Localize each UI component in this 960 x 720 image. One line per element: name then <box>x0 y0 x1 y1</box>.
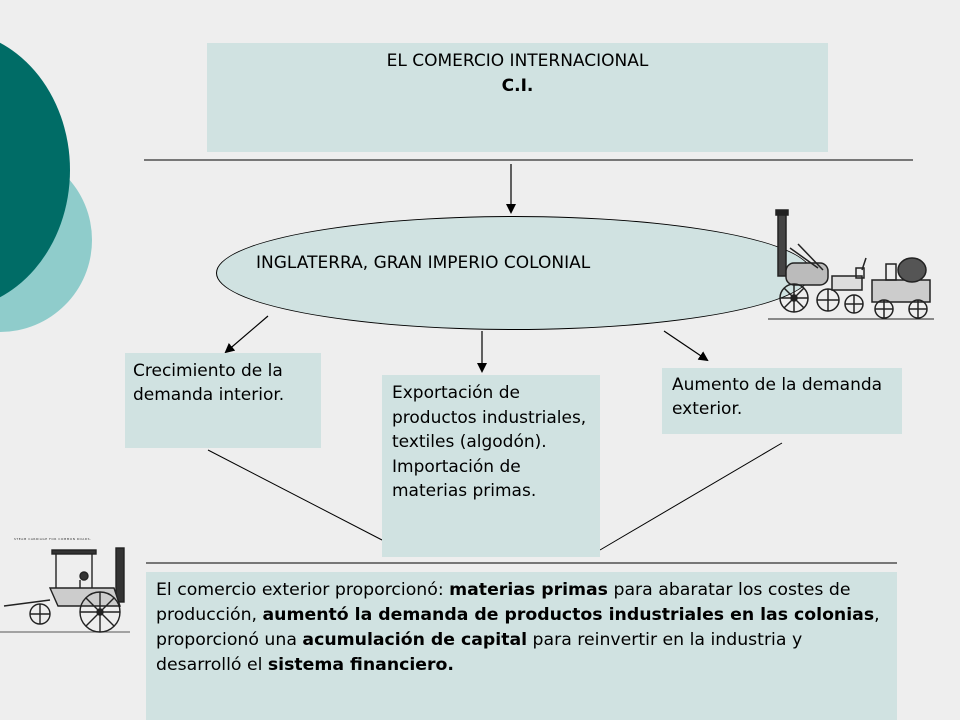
page-subtitle: C.I. <box>501 76 534 96</box>
conclusion-box: El comercio exterior proporcionó: materi… <box>146 572 897 720</box>
conclusion-text-3: , proporcionó una <box>156 605 880 650</box>
title-box: EL COMERCIO INTERNACIONAL C.I. <box>207 43 828 152</box>
page-title: EL COMERCIO INTERNACIONAL <box>386 51 649 71</box>
conclusion-text-1: El comercio exterior proporcionó: <box>156 580 450 600</box>
conclusion-bold-capital: acumulación de capital <box>302 630 528 650</box>
center-ellipse <box>216 216 812 330</box>
steam-carriage-illustration <box>0 547 130 633</box>
center-label: INGLATERRA, GRAN IMPERIO COLONIAL <box>256 253 591 273</box>
conclusion-text-4: para reinvertir en la industria y desarr… <box>156 630 803 675</box>
box-exportacion: Exportación de productos industriales, t… <box>382 375 600 557</box>
conclusion-bold-sistema: sistema financiero. <box>267 655 454 675</box>
conclusion-bold-demanda: aumentó la demanda de productos industri… <box>262 605 875 625</box>
box-demanda-exterior: Aumento de la demanda exterior. <box>662 368 902 434</box>
conclusion-bold-materias: materias primas <box>449 580 608 600</box>
carriage-caption: STEAM CARRIAGE FOR COMMON ROADS. <box>14 537 92 541</box>
dark-teal-circle <box>0 42 70 298</box>
conclusion-text-2: para abaratar los costes de producción, <box>156 580 851 625</box>
locomotive-illustration <box>768 209 934 320</box>
arrow-to-left <box>224 315 269 354</box>
box-demanda-interior: Crecimiento de la demanda interior. <box>125 353 321 448</box>
line-right-converge <box>599 442 783 551</box>
arrow-to-right <box>663 330 709 362</box>
line-left-converge <box>207 449 383 541</box>
